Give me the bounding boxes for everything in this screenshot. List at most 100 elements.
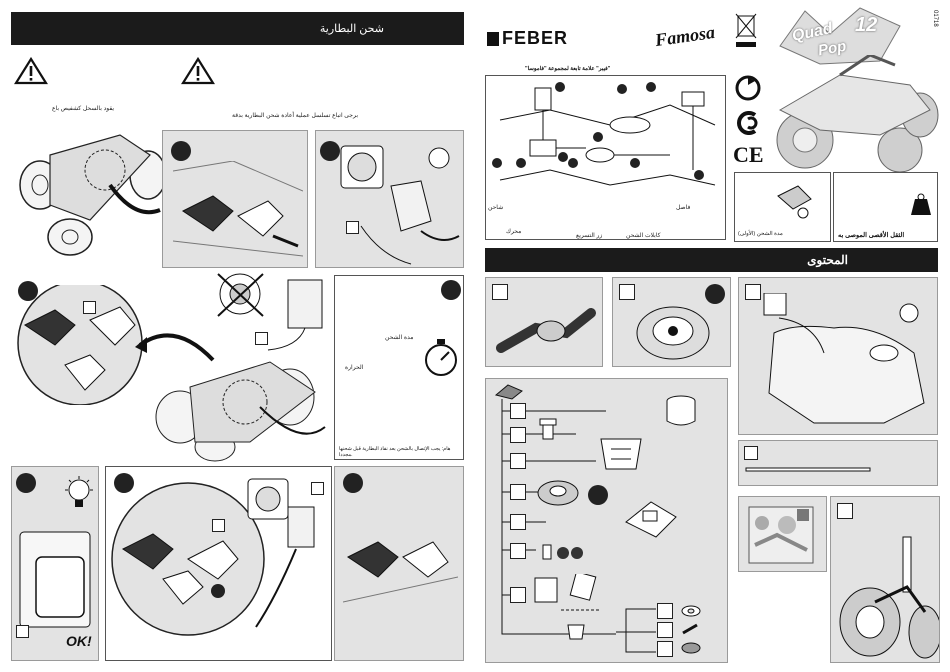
diagram-marker-5 (593, 132, 603, 142)
part-ref-box (657, 622, 673, 638)
warning-icon (14, 57, 48, 85)
content-panel-hardware (485, 378, 728, 663)
part-ref-box (16, 625, 29, 638)
feber-logo: FEBER (487, 28, 568, 49)
famosa-logo: Famosa (653, 21, 717, 51)
warning-icon (181, 57, 215, 85)
small-bag-part (567, 624, 585, 640)
part-ref-box (510, 403, 526, 419)
electrical-diagram: شاحن فاصل محرك زر التسريع كابلات الشحن (485, 75, 726, 240)
diagram-marker (630, 158, 640, 168)
weight-icon (911, 193, 931, 215)
crossed-bin-icon (735, 13, 757, 47)
diagram-caption: "فيبر" علامة تابعة لمجموعة "فاموسا" (525, 66, 611, 72)
sticker-sheet-part (748, 506, 814, 564)
part-ref-box (510, 587, 526, 603)
instruction-text-1: يقود بالسحل كشفيص باع (52, 106, 115, 112)
part-ref-box (657, 603, 673, 619)
seat-bracket-part (625, 501, 677, 538)
forbidden-charger-icon (217, 273, 323, 351)
axle-parts (542, 544, 583, 560)
part-ref-box (510, 453, 526, 469)
max-weight-spec-box: الثقل الأقصى الموصى به (833, 172, 938, 242)
recycle-icon (735, 75, 761, 101)
step-number-badge (171, 141, 191, 161)
diagram-label: محرك (506, 229, 522, 235)
wall-socket-charger-illustration (340, 145, 460, 265)
hub-cap-part (666, 395, 696, 426)
instruction-text-2: برجى اتباع تسلسل عملية أعادة شحن البطاري… (232, 113, 358, 119)
bolt-part (539, 418, 557, 440)
content-panel-wheel (612, 277, 731, 367)
steering-wheel-assembly-part (839, 536, 939, 659)
wheel-part (636, 306, 710, 360)
connect-plug-magnified-illustration (111, 482, 265, 636)
diagram-label: كابلات الشحن (626, 233, 661, 239)
green-dot-icon (737, 111, 758, 135)
part-ref-box (619, 284, 635, 300)
diagram-marker-3 (617, 84, 627, 94)
quad-body-part (763, 293, 925, 424)
diagram-marker-1 (558, 152, 568, 162)
connector-plugs-illustration (173, 161, 303, 257)
content-panel-handlebar (485, 277, 603, 367)
content-panel-body (738, 277, 938, 435)
part-ref-box (492, 284, 508, 300)
step-6-panel (105, 466, 332, 661)
part-ref-box (744, 446, 758, 460)
diagram-label: شاحن (488, 205, 504, 211)
quad-underside-illustration (155, 361, 326, 462)
content-panel-axle (738, 440, 938, 486)
left-section-header: شحن البطارية (11, 12, 464, 45)
product-number: 12 (855, 14, 878, 36)
diagram-marker (694, 170, 704, 180)
quad-underside-illustration (19, 134, 167, 256)
charge-time-spec-box: مدة الشحن (الأولى) (734, 172, 831, 242)
step-5-panel: OK! (11, 466, 99, 661)
charge-hint-text: الحرارة (345, 365, 364, 371)
screw-part (682, 623, 698, 635)
ok-label: OK! (66, 633, 92, 649)
disconnect-plug-magnified-illustration (17, 285, 143, 405)
part-ref-box (311, 482, 324, 495)
feber-emblem-icon (487, 31, 499, 46)
step-number-badge (588, 485, 608, 505)
quad-product-image (776, 55, 939, 173)
step-number-badge (320, 141, 340, 161)
quad-pop-title (779, 7, 901, 65)
part-ref-box (346, 221, 359, 234)
charger-plugged-illustration (19, 531, 91, 628)
part-ref-box (255, 332, 268, 345)
step-number-badge (18, 281, 38, 301)
handlebar-part (496, 308, 596, 353)
header-title: شحن البطارية (319, 23, 384, 35)
step-7-panel (334, 466, 464, 661)
charge-footer-note: هام: يجب الإتصال بالشحن بعد نفاذ البطاري… (339, 446, 451, 458)
contents-title: المحتوى (807, 253, 848, 267)
side-code: 01718 (932, 10, 938, 27)
battery-charge-icon (777, 185, 812, 219)
step-number-badge (211, 584, 225, 598)
step-number-badge (114, 473, 134, 493)
diagram-marker (568, 158, 578, 168)
diagram-label: فاصل (676, 205, 691, 211)
diagram-label: زر التسريع (576, 233, 603, 239)
curved-arrow-icon (135, 333, 215, 362)
diagram-marker (516, 158, 526, 168)
fastener-tree (616, 608, 656, 653)
charge-time-text: مدة الشحن (385, 335, 414, 341)
step-number-badge (16, 473, 36, 493)
step-3-panel (10, 277, 326, 462)
axle-rod-part (745, 467, 871, 472)
part-ref-box (510, 514, 526, 530)
step-number-badge (441, 280, 461, 300)
diagram-marker-2 (555, 82, 565, 92)
part-ref-box (212, 519, 225, 532)
step-2-panel (315, 130, 464, 268)
step-number-badge (343, 473, 363, 493)
gear-part (537, 480, 579, 506)
diagram-marker (492, 158, 502, 168)
bracket-part (600, 438, 642, 470)
battery-charger-parts (534, 574, 601, 611)
content-panel-steering (830, 496, 940, 663)
